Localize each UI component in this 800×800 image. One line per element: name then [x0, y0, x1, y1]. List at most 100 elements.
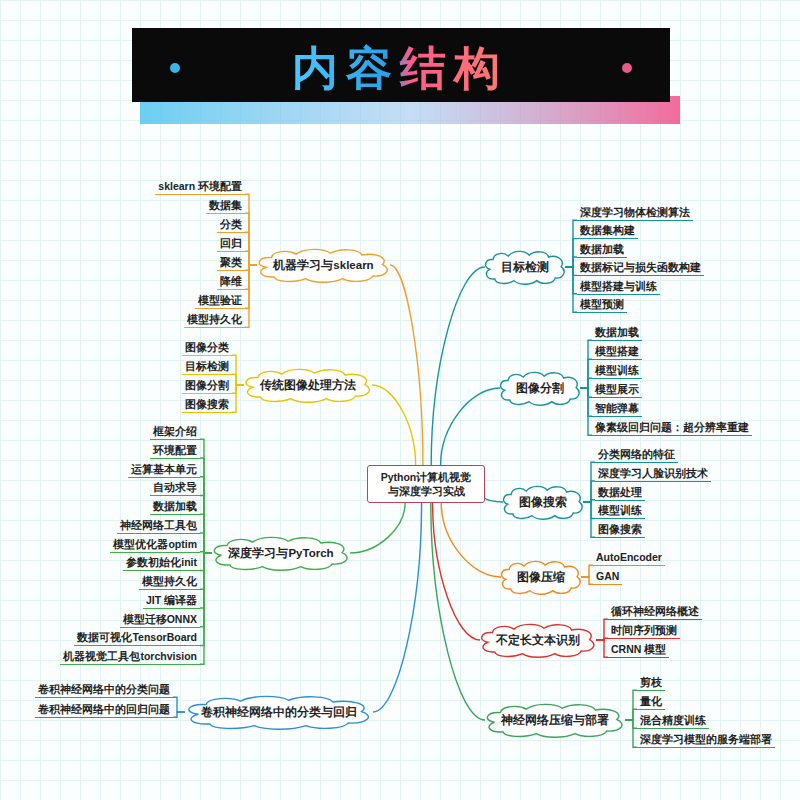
topic-item: 框架介绍: [150, 424, 200, 440]
topic-item: 像素级回归问题：超分辨率重建: [592, 420, 752, 436]
topic-item: 运算基本单元: [128, 462, 200, 478]
topic-item: GAN: [593, 569, 622, 585]
topic-item: 数据集构建: [577, 223, 638, 239]
node-text: 数据集构建: [580, 224, 635, 236]
node-text: 目标检测: [501, 260, 549, 275]
topic-item: 模型迁移ONNX: [120, 612, 200, 628]
topic-item: 循环神经网络概述: [608, 604, 702, 620]
node-text: 自动求导: [153, 481, 197, 493]
branch-cloud: 不定长文本识别: [478, 623, 598, 658]
branch-line: [580, 378, 592, 388]
topic-item: 数据加载: [150, 499, 200, 515]
node-text: 卷积神经网络中的分类问题: [38, 683, 170, 695]
node-text: 数据标记与损失函数构建: [580, 261, 701, 273]
branch-line: [441, 503, 501, 577]
node-text: 深度学习模型的服务端部署: [640, 733, 772, 745]
branch-line: [583, 481, 595, 502]
branch-line: [245, 265, 257, 270]
branch-cloud: 深度学习与PyTorch: [210, 536, 352, 571]
node-text: sklearn 环境配置: [158, 180, 242, 192]
branch-line: [431, 503, 485, 720]
node-text: 模型迁移ONNX: [123, 613, 197, 625]
node-text: 运算基本单元: [131, 463, 197, 475]
branch-line: [625, 690, 637, 720]
branch-line: [580, 388, 592, 416]
branch-line: [232, 374, 244, 385]
topic-item: 数据处理: [595, 485, 645, 501]
topic-item: sklearn 环境配置: [155, 179, 245, 195]
branch-cloud: 机器学习与sklearn: [255, 248, 392, 283]
topic-item: 剪枝: [637, 675, 665, 691]
topic-item: 图像搜索: [595, 522, 645, 538]
branch-line: [441, 388, 500, 465]
branch-line: [200, 514, 212, 553]
branch-line: [625, 720, 637, 747]
branch-line: [200, 458, 212, 553]
branch-line: [200, 533, 212, 553]
topic-item: 模型搭建: [592, 344, 642, 360]
node-text: 卷积神经网络中的分类与回归: [201, 705, 357, 720]
topic-item: CRNN 模型: [608, 642, 669, 658]
branch-line: [583, 502, 595, 537]
node-text: 深度学习与PyTorch: [228, 546, 333, 561]
node-text: Python计算机视觉 与深度学习实战: [381, 471, 472, 497]
node-text: 数据加载: [580, 243, 624, 255]
branch-line: [373, 503, 422, 712]
topic-item: 卷积神经网络中的回归问题: [35, 702, 173, 718]
topic-item: 环境配置: [150, 443, 200, 459]
branch-cloud: 传统图像处理方法: [242, 368, 374, 403]
branch-line: [596, 640, 608, 657]
topic-item: 模型验证: [195, 293, 245, 309]
topic-item: 图像搜索: [182, 397, 232, 413]
node-text: 模型持久化: [142, 575, 197, 587]
node-text: 卷积神经网络中的回归问题: [38, 703, 170, 715]
topic-item: 聚类: [217, 255, 245, 271]
node-text: GAN: [596, 570, 619, 582]
topic-item: 模型搭建与训练: [577, 279, 660, 295]
branch-line: [431, 267, 485, 465]
node-text: 机器视觉工具包torchvision: [63, 650, 197, 662]
branch-line: [245, 265, 257, 327]
topic-item: 深度学习人脸识别技术: [595, 466, 711, 482]
branch-line: [565, 220, 577, 267]
branch-line: [173, 712, 185, 717]
topic-item: JIT 编译器: [143, 593, 200, 609]
branch-line: [581, 565, 593, 577]
node-text: 循环神经网络概述: [611, 605, 699, 617]
topic-item: 目标检测: [182, 359, 232, 375]
node-text: 数据加载: [595, 326, 639, 338]
branch-cloud: 图像分割: [498, 371, 582, 406]
branch-line: [625, 720, 637, 728]
branch-line: [583, 462, 595, 502]
topic-item: 分类: [217, 217, 245, 233]
node-text: 模型搭建与训练: [580, 280, 657, 292]
branch-line: [245, 232, 257, 265]
node-text: 深度学习物体检测算法: [580, 206, 690, 218]
node-text: 图像分类: [185, 341, 229, 353]
node-text: CRNN 模型: [611, 643, 666, 655]
topic-item: 模型展示: [592, 382, 642, 398]
branch-line: [200, 553, 212, 627]
node-text: 模型验证: [198, 294, 242, 306]
node-text: 降维: [220, 275, 242, 287]
branch-line: [581, 577, 593, 584]
topic-item: 数据加载: [577, 242, 627, 258]
topic-item: 分类网络的特征: [595, 447, 678, 463]
topic-item: 时间序列预测: [608, 623, 680, 639]
node-text: 不定长文本识别: [496, 633, 580, 648]
topic-item: AutoEncoder: [593, 550, 665, 566]
topic-item: 机器视觉工具包torchvision: [60, 649, 200, 665]
node-text: AutoEncoder: [596, 551, 662, 563]
branch-line: [350, 503, 405, 553]
branch-line: [565, 267, 577, 275]
branch-line: [625, 709, 637, 720]
branch-line: [583, 502, 595, 519]
topic-item: 数据集: [206, 198, 245, 214]
node-text: 图像分割: [516, 381, 564, 396]
branch-line: [200, 553, 212, 664]
node-text: 数据集: [209, 199, 242, 211]
branch-line: [580, 359, 592, 388]
node-text: 模型训练: [598, 504, 642, 516]
